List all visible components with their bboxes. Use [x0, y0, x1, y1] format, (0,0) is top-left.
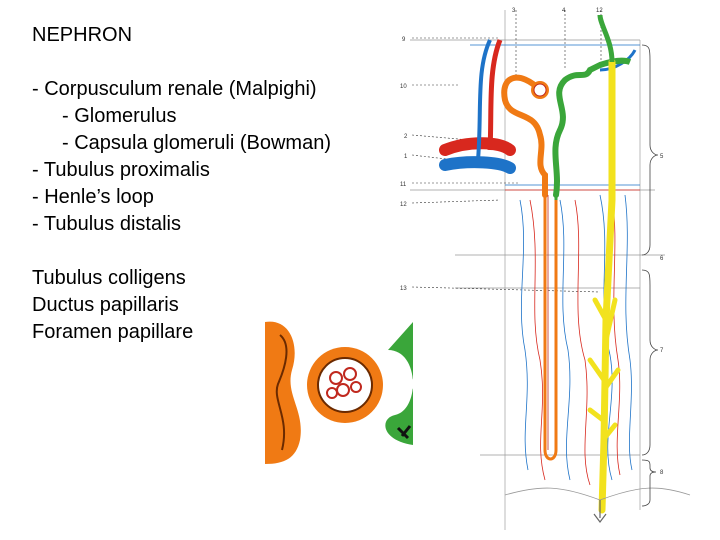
list-item-tubulus-distalis: - Tubulus distalis	[32, 213, 181, 235]
duct-item-papillaris: Ductus papillaris	[32, 294, 179, 316]
glomerulus	[533, 83, 547, 97]
label-left-1: 1	[404, 154, 408, 160]
right-braces	[641, 44, 659, 507]
label-right-6: 6	[660, 256, 664, 262]
vein-arcuate	[439, 156, 516, 174]
henle-loop-descending	[543, 195, 558, 461]
label-left-2: 2	[404, 134, 408, 140]
zoom-inset	[265, 321, 414, 464]
artery-arcuate	[439, 137, 516, 156]
label-left-11: 11	[400, 182, 407, 188]
label-top-4: 4	[562, 8, 566, 14]
proximal-tubule	[501, 74, 548, 198]
papilla-outline	[504, 487, 691, 501]
foramen-arrow-icon	[593, 500, 607, 523]
label-top-3: 3	[512, 8, 516, 14]
tubule-lumen-inset	[275, 334, 288, 451]
nephron-figure	[410, 10, 691, 530]
list-item-corpusculum: - Corpusculum renale (Malpighi)	[32, 78, 317, 100]
figure-labels: 3 4 12 9 10 2 1 11 12 13 5 6 7 8	[400, 8, 664, 476]
label-left-9: 9	[402, 37, 406, 43]
label-right-7: 7	[660, 348, 664, 354]
list-item-henle-loop: - Henle’s loop	[32, 186, 154, 208]
collecting-duct	[598, 58, 616, 514]
duct-item-colligens: Tubulus colligens	[32, 267, 186, 289]
list-item-capsula: - Capsula glomeruli (Bowman)	[62, 132, 331, 154]
text-block: NEPHRON - Corpusculum renale (Malpighi) …	[32, 22, 331, 346]
proximal-tubule-inset	[265, 321, 301, 464]
label-right-5: 5	[660, 154, 664, 160]
glomerulus-inset	[326, 367, 362, 399]
label-left-12: 12	[400, 202, 407, 208]
label-top-12: 12	[596, 8, 603, 14]
label-left-13: 13	[400, 286, 407, 292]
distal-lumen-inset	[394, 374, 414, 394]
list-item-tubulus-proximalis: - Tubulus proximalis	[32, 159, 210, 181]
distal-tubule	[552, 62, 603, 198]
distal-tubule-inset	[385, 322, 413, 445]
label-left-10: 10	[400, 84, 407, 90]
page-title: NEPHRON	[32, 24, 133, 46]
duct-item-foramen: Foramen papillare	[32, 321, 194, 343]
arrow-icon	[396, 425, 412, 440]
label-right-8: 8	[660, 470, 664, 476]
list-item-glomerulus: - Glomerulus	[62, 105, 177, 127]
